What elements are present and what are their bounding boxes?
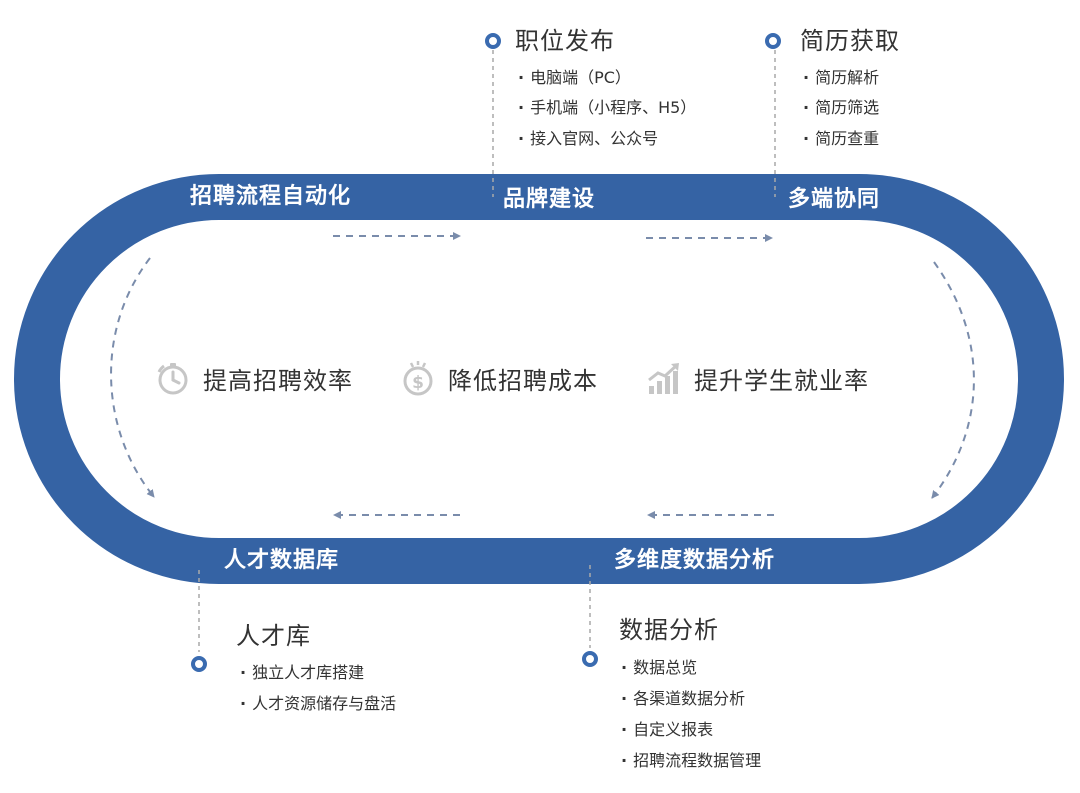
- track-label-branding: 品牌建设: [503, 187, 596, 212]
- arrow-left-curve: [110, 257, 155, 498]
- dot-resume: [765, 33, 781, 49]
- money-bag-icon: $: [403, 361, 433, 396]
- track-label-multidim-analysis: 多维度数据分析: [614, 548, 776, 573]
- job-posting-title: 职位发布: [515, 27, 615, 55]
- arrow-right-curve: [931, 261, 975, 499]
- dot-analytics: [582, 651, 598, 667]
- connectors: [198, 50, 776, 652]
- benefit-efficiency: 提高招聘效率: [155, 356, 353, 400]
- resume-item: 简历筛选: [803, 97, 879, 119]
- benefit-employment-text: 提升学生就业率: [694, 366, 869, 395]
- analytics-item: 数据总览: [621, 657, 697, 679]
- analytics-item: 招聘流程数据管理: [621, 750, 761, 772]
- benefit-cost: $ 降低招聘成本: [400, 356, 598, 400]
- analytics-title: 数据分析: [619, 616, 719, 644]
- dot-job-posting: [485, 33, 501, 49]
- resume-item: 简历解析: [803, 67, 879, 89]
- talent-title: 人才库: [236, 622, 311, 650]
- talent-item: 独立人才库搭建: [240, 662, 364, 684]
- track-label-automation: 招聘流程自动化: [190, 184, 352, 209]
- benefit-efficiency-text: 提高招聘效率: [203, 366, 353, 395]
- job-posting-item: 接入官网、公众号: [518, 128, 658, 150]
- dot-talent: [191, 656, 207, 672]
- resume-item: 简历查重: [803, 128, 879, 150]
- svg-text:$: $: [412, 373, 424, 393]
- track-label-multi-terminal: 多端协同: [788, 187, 881, 212]
- stopwatch-icon: [157, 363, 188, 395]
- talent-item: 人才资源储存与盘活: [240, 693, 396, 715]
- track-label-talent-database: 人才数据库: [224, 548, 340, 573]
- resume-title: 简历获取: [800, 27, 900, 55]
- growth-chart-icon: [648, 363, 679, 394]
- analytics-item: 自定义报表: [621, 719, 713, 741]
- job-posting-item: 电脑端（PC）: [518, 67, 631, 89]
- benefit-employment: 提升学生就业率: [646, 356, 869, 400]
- flow-arrows: [110, 232, 975, 519]
- analytics-item: 各渠道数据分析: [621, 688, 745, 710]
- benefit-cost-text: 降低招聘成本: [448, 366, 598, 395]
- job-posting-item: 手机端（小程序、H5）: [518, 97, 696, 119]
- track-ring: [14, 174, 1064, 584]
- note-dots: [191, 33, 781, 672]
